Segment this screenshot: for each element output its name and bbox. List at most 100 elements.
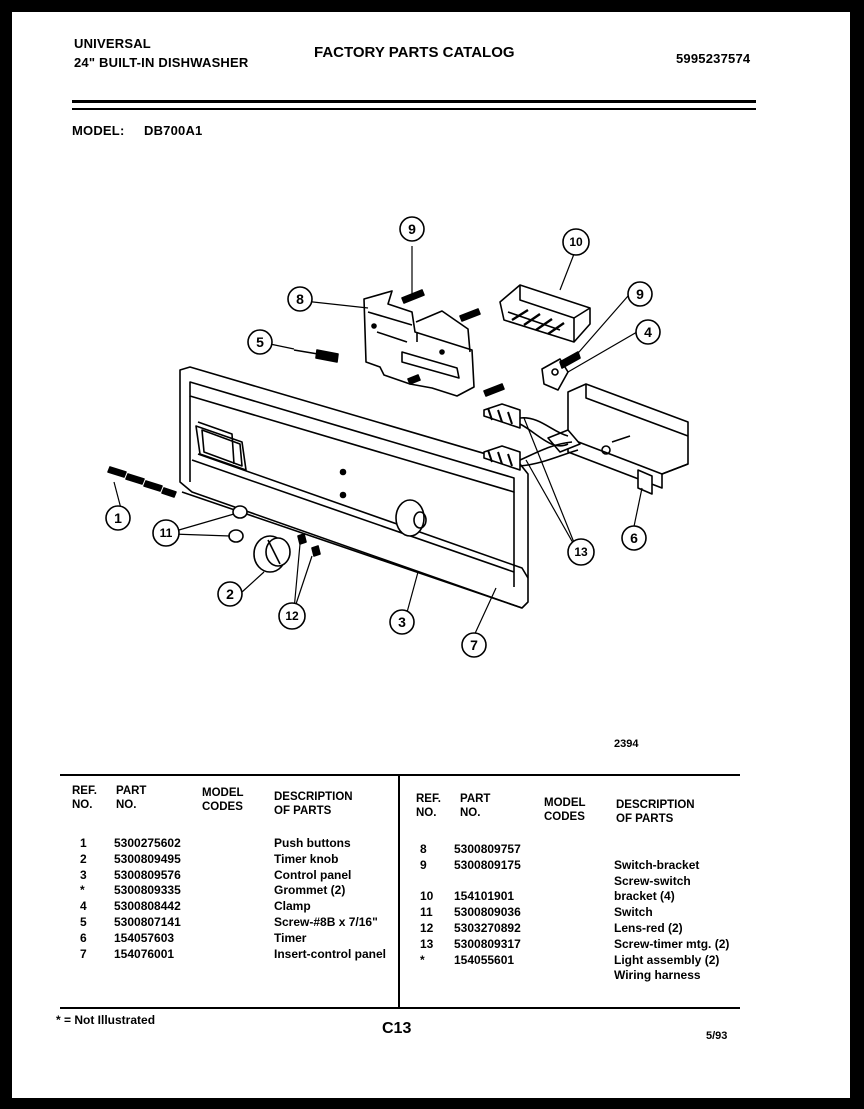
table-row: * 154055601 Light assembly (2): [420, 953, 729, 969]
ref-cell: 1: [80, 836, 87, 850]
desc-cell: Lens-red (2): [614, 920, 683, 935]
ref-cell: 5: [80, 914, 87, 929]
callout-10: [562, 228, 590, 256]
ref-cell: 10: [420, 889, 434, 904]
ref-cell: 4: [80, 899, 87, 914]
ref-cell: 11: [420, 905, 433, 920]
callout-label-9a: 9: [408, 221, 416, 237]
desc-cell: Insert-control panel: [274, 946, 387, 961]
product-name: 24" BUILT-IN DISHWASHER: [74, 55, 249, 70]
page-number: C13: [382, 1020, 412, 1037]
desc-cell: Light assembly (2): [614, 952, 720, 967]
callout-12: [278, 602, 306, 630]
callout-label-2: 2: [226, 586, 234, 602]
catalog-date: 5/93: [706, 1030, 728, 1042]
model-value: DB700A1: [144, 123, 203, 138]
desc-cell: Timer knob: [274, 851, 339, 866]
part-cell: 154101901: [454, 889, 515, 904]
table-row: 1 5300275602 Push buttons: [80, 836, 386, 852]
table-row: 2 5300809495 Timer knob: [80, 852, 386, 868]
desc-cell: Wiring harness: [614, 968, 701, 983]
desc-cell: Switch-bracket: [614, 857, 700, 872]
desc-cell: Switch: [614, 905, 653, 920]
desc-cell: [614, 842, 729, 858]
table-row: 10 154101901 bracket (4): [420, 889, 729, 905]
table-row: Screw-switch: [420, 874, 729, 890]
catalog-title: FACTORY PARTS CATALOG: [314, 44, 515, 61]
left-header-ref: REF.NO.: [72, 785, 97, 811]
table-row: 9 5300809175 Switch-bracket: [420, 858, 729, 874]
part-cell: 5300809317: [454, 936, 521, 951]
table-row: 6 154057603 Timer: [80, 931, 386, 947]
brand-name: UNIVERSAL: [74, 36, 151, 51]
table-row: 4 5300808442 Clamp: [80, 899, 386, 915]
part-cell: 5300275602: [114, 836, 181, 850]
callout-11: [152, 519, 180, 547]
part-cell: 154055601: [454, 952, 515, 967]
ref-cell: 3: [80, 867, 87, 882]
light-assembly-part: [483, 403, 579, 471]
callout-3: [389, 609, 415, 635]
callout-6: [621, 525, 647, 551]
ref-cell: 9: [420, 857, 427, 872]
model-label: MODEL:: [72, 123, 125, 138]
part-cell: [454, 968, 614, 984]
table-top-rule: [60, 774, 740, 776]
callout-2: [217, 581, 243, 607]
push-buttons-part: [107, 466, 177, 498]
part-cell: 5300809757: [454, 842, 521, 856]
screw-5-part: [293, 349, 339, 363]
parts-table-right: 8 5300809757 9 5300809175 Switch-bracket…: [420, 842, 729, 984]
part-cell: 154076001: [114, 946, 175, 961]
part-cell: 5303270892: [454, 920, 521, 935]
header-rule-thick: [72, 100, 756, 103]
callout-8: [287, 286, 313, 312]
ref-cell: 13: [420, 936, 434, 951]
callout-label-11: 11: [160, 526, 173, 540]
catalog-page: UNIVERSAL 24" BUILT-IN DISHWASHER FACTOR…: [12, 12, 850, 1098]
desc-cell: Timer: [274, 930, 307, 945]
desc-cell: Control panel: [274, 867, 352, 882]
desc-cell: Screw-#8B x 7/16": [274, 914, 378, 929]
ref-cell: 8: [420, 842, 427, 856]
ref-cell: *: [80, 883, 85, 898]
callout-label-4: 4: [644, 324, 652, 340]
exploded-parts-diagram: 1 2 3 4 5 6 7 8 9 9 10 11 12 13: [105, 216, 689, 658]
callout-label-13: 13: [574, 545, 588, 559]
table-bottom-rule: [60, 1007, 740, 1009]
desc-cell: Grommet (2): [274, 883, 346, 898]
catalog-number: 5995237574: [676, 51, 751, 66]
ref-cell: [420, 968, 454, 984]
not-illustrated-note: * = Not Illustrated: [56, 1013, 156, 1027]
callout-label-9b: 9: [636, 286, 644, 302]
part-cell: 5300809576: [114, 867, 181, 882]
callout-13: [567, 538, 595, 566]
callout-label-10: 10: [569, 235, 583, 249]
ref-cell: 12: [420, 920, 434, 935]
callout-4: [635, 319, 661, 345]
control-panel-part: [179, 366, 529, 609]
callout-1: [105, 505, 131, 531]
ref-cell: 2: [80, 851, 87, 866]
part-cell: 5300808442: [114, 899, 181, 914]
part-cell: [454, 874, 614, 890]
table-row: 7 154076001 Insert-control panel: [80, 947, 386, 963]
screw-set-upper: [401, 289, 505, 397]
desc-cell: Screw-switch: [614, 873, 691, 888]
table-row: 3 5300809576 Control panel: [80, 868, 386, 884]
ref-cell: 6: [80, 930, 87, 945]
ref-cell: 7: [80, 946, 87, 961]
leader-lines: [113, 246, 643, 641]
callout-label-8: 8: [296, 291, 304, 307]
switch-bracket-part: [363, 290, 475, 397]
part-cell: 5300809335: [114, 883, 181, 898]
timer-part: [547, 383, 689, 495]
table-row: 11 5300809036 Switch: [420, 905, 729, 921]
ref-cell: [420, 874, 454, 890]
table-row: * 5300809335 Grommet (2): [80, 883, 386, 899]
table-row: Wiring harness: [420, 968, 729, 984]
